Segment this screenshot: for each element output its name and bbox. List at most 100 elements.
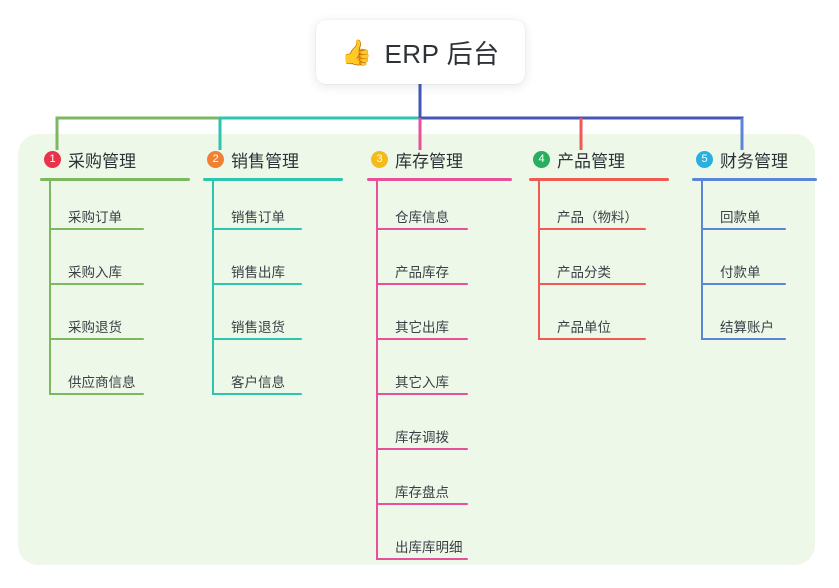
branch-item-list: 回款单付款单结算账户 [692, 181, 817, 346]
branch-number-badge: 2 [207, 150, 224, 168]
leaf-item[interactable]: 回款单 [692, 181, 817, 236]
branch-title: 库存管理 [395, 151, 463, 171]
leaf-item-underline [49, 393, 144, 395]
leaf-item-label: 采购入库 [68, 265, 122, 280]
leaf-item-label: 客户信息 [231, 375, 285, 390]
leaf-item-underline [538, 228, 646, 230]
branch-number-badge: 4 [533, 150, 550, 168]
branch-underline [203, 178, 343, 181]
leaf-item[interactable]: 付款单 [692, 236, 817, 291]
leaf-item-label: 其它出库 [395, 320, 449, 335]
leaf-item[interactable]: 其它出库 [367, 291, 512, 346]
leaf-item-underline [376, 503, 468, 505]
branch-underline [692, 178, 817, 181]
leaf-item-underline [49, 283, 144, 285]
leaf-item[interactable]: 采购订单 [40, 181, 190, 236]
leaf-item-label: 销售退货 [231, 320, 285, 335]
branch-underline [40, 178, 190, 181]
leaf-item-label: 销售订单 [231, 210, 285, 225]
leaf-item-label: 采购订单 [68, 210, 122, 225]
branch-column-2: 2 销售管理销售订单销售出库销售退货客户信息 [203, 146, 343, 401]
leaf-item-label: 出库库明细 [395, 540, 463, 555]
branch-number-badge: 3 [371, 150, 388, 168]
branch-item-list: 采购订单采购入库采购退货供应商信息 [40, 181, 190, 401]
leaf-item[interactable]: 销售订单 [203, 181, 343, 236]
branch-underline [529, 178, 669, 181]
leaf-item-underline [376, 338, 468, 340]
leaf-item[interactable]: 仓库信息 [367, 181, 512, 236]
branch-header-1[interactable]: 1 采购管理 [40, 146, 190, 172]
branch-header-2[interactable]: 2 销售管理 [203, 146, 343, 172]
leaf-item[interactable]: 库存盘点 [367, 456, 512, 511]
leaf-item-label: 产品分类 [557, 265, 611, 280]
branch-item-list: 仓库信息产品库存其它出库其它入库库存调拨库存盘点出库库明细 [367, 181, 512, 566]
branch-number-badge: 1 [44, 150, 61, 168]
leaf-item-label: 采购退货 [68, 320, 122, 335]
leaf-item[interactable]: 结算账户 [692, 291, 817, 346]
leaf-item-underline [538, 283, 646, 285]
branch-spine [212, 181, 214, 395]
root-node-title: ERP 后台 [384, 38, 500, 69]
branch-number-badge: 5 [696, 150, 713, 168]
branch-title: 采购管理 [68, 151, 136, 171]
leaf-item-label: 销售出库 [231, 265, 285, 280]
leaf-item[interactable]: 出库库明细 [367, 511, 512, 566]
branch-item-list: 产品（物料） 产品分类产品单位 [529, 181, 669, 346]
branch-underline [367, 178, 512, 181]
leaf-item-underline [376, 228, 468, 230]
leaf-item[interactable]: 产品单位 [529, 291, 669, 346]
leaf-item-label: 仓库信息 [395, 210, 449, 225]
leaf-item-underline [376, 283, 468, 285]
leaf-item-underline [538, 338, 646, 340]
leaf-item[interactable]: 采购入库 [40, 236, 190, 291]
branch-header-3[interactable]: 3 库存管理 [367, 146, 512, 172]
leaf-item[interactable]: 销售退货 [203, 291, 343, 346]
branch-header-4[interactable]: 4 产品管理 [529, 146, 669, 172]
leaf-item-underline [376, 393, 468, 395]
branch-title: 财务管理 [720, 151, 788, 171]
leaf-item-underline [376, 558, 468, 560]
leaf-item-label: 供应商信息 [68, 375, 136, 390]
leaf-item[interactable]: 销售出库 [203, 236, 343, 291]
branch-title: 产品管理 [557, 151, 625, 171]
leaf-item[interactable]: 供应商信息 [40, 346, 190, 401]
thumbs-up-icon: 👍 [341, 37, 373, 67]
branch-spine [49, 181, 51, 395]
leaf-item-underline [701, 338, 786, 340]
leaf-item-label: 库存盘点 [395, 485, 449, 500]
leaf-item-underline [212, 338, 302, 340]
branch-item-list: 销售订单销售出库销售退货客户信息 [203, 181, 343, 401]
leaf-item[interactable]: 库存调拨 [367, 401, 512, 456]
branch-column-1: 1 采购管理采购订单采购入库采购退货供应商信息 [40, 146, 190, 401]
leaf-item[interactable]: 产品分类 [529, 236, 669, 291]
branch-column-3: 3 库存管理仓库信息产品库存其它出库其它入库库存调拨库存盘点出库库明细 [367, 146, 512, 566]
branch-spine [538, 181, 540, 340]
branch-column-4: 4 产品管理产品（物料） 产品分类产品单位 [529, 146, 669, 346]
leaf-item[interactable]: 产品（物料） [529, 181, 669, 236]
leaf-item[interactable]: 产品库存 [367, 236, 512, 291]
leaf-item-label: 其它入库 [395, 375, 449, 390]
leaf-item-label: 结算账户 [720, 320, 774, 335]
branch-column-5: 5 财务管理回款单付款单结算账户 [692, 146, 817, 346]
leaf-item-label: 回款单 [720, 210, 761, 225]
leaf-item[interactable]: 客户信息 [203, 346, 343, 401]
branch-title: 销售管理 [231, 151, 299, 171]
leaf-item[interactable]: 其它入库 [367, 346, 512, 401]
leaf-item-label: 库存调拨 [395, 430, 449, 445]
leaf-item-underline [212, 283, 302, 285]
diagram-panel [18, 134, 815, 565]
leaf-item[interactable]: 采购退货 [40, 291, 190, 346]
leaf-item-underline [701, 228, 786, 230]
leaf-item-label: 产品库存 [395, 265, 449, 280]
leaf-item-underline [49, 228, 144, 230]
leaf-item-label: 付款单 [720, 265, 761, 280]
root-node[interactable]: 👍 ERP 后台 [316, 20, 525, 84]
leaf-item-underline [212, 228, 302, 230]
leaf-item-underline [701, 283, 786, 285]
leaf-item-underline [376, 448, 468, 450]
branch-header-5[interactable]: 5 财务管理 [692, 146, 817, 172]
leaf-item-underline [212, 393, 302, 395]
leaf-item-label: 产品（物料） [557, 210, 638, 225]
